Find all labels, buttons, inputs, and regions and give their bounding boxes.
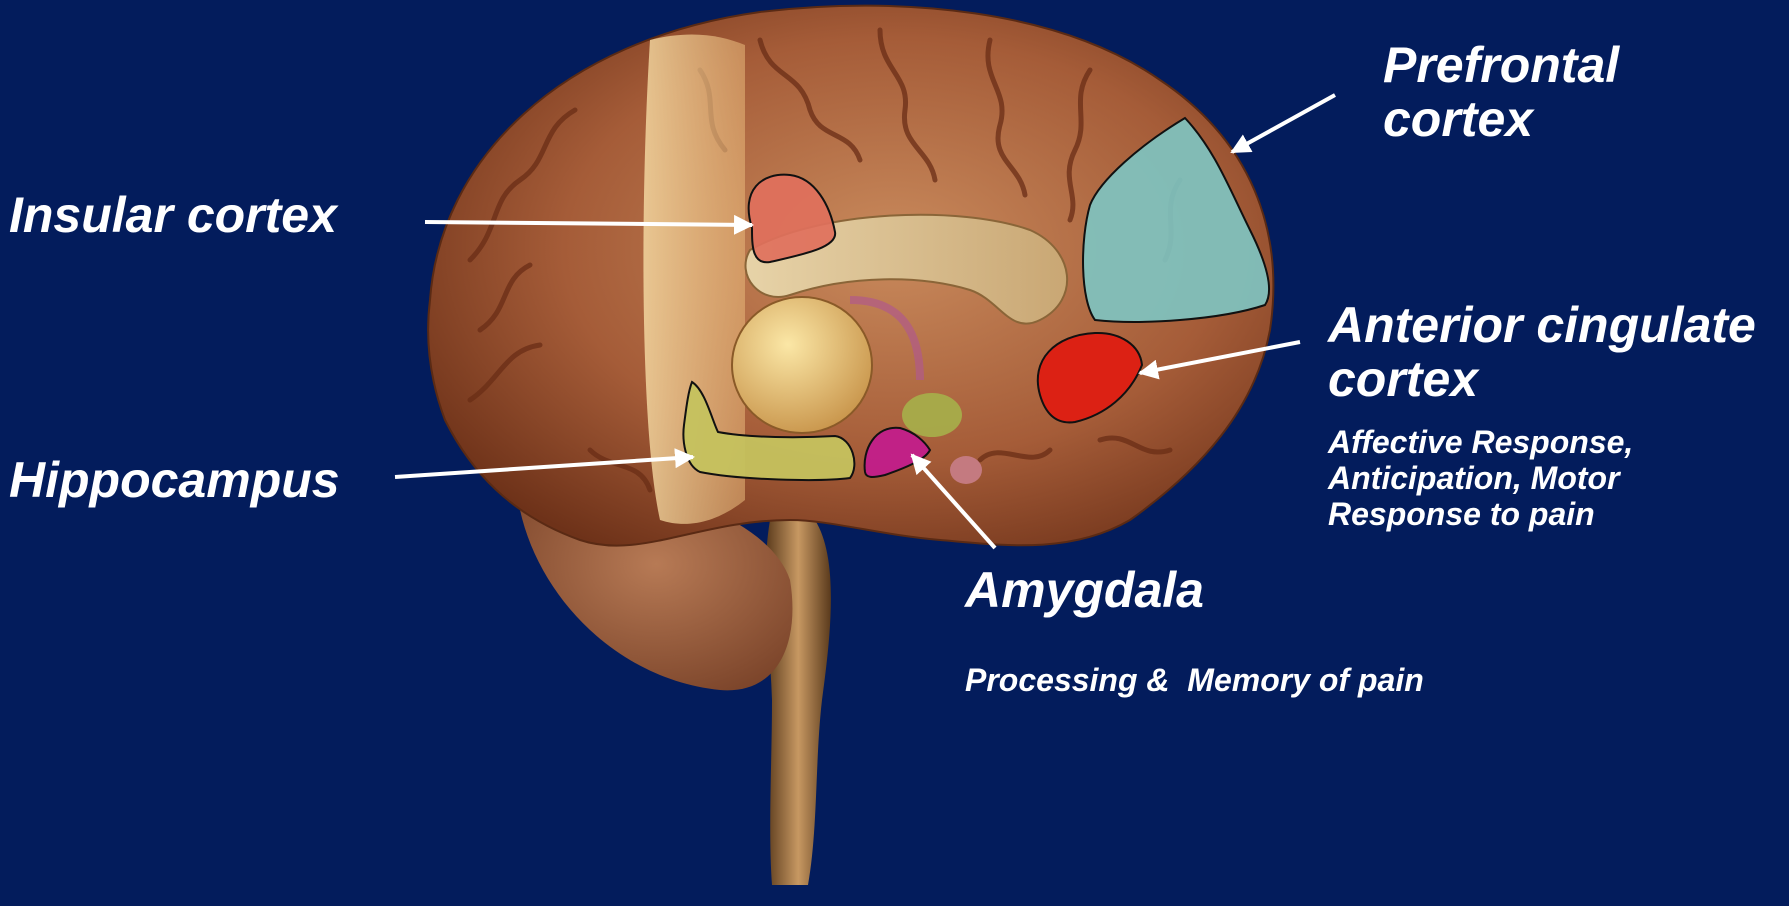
- arrow-prefrontal-icon: [1232, 95, 1335, 152]
- insular-cortex-label: Insular cortex: [9, 190, 337, 240]
- anterior-cingulate-label-line1: Anterior cingulate: [1328, 300, 1756, 350]
- thalamus: [732, 297, 872, 433]
- brain-illustration-icon: [428, 6, 1273, 885]
- amygdala-desc: Processing & Memory of pain: [965, 662, 1424, 698]
- anterior-cingulate-desc-line2: Anticipation, Motor: [1328, 460, 1620, 496]
- anterior-cingulate-desc-line1: Affective Response,: [1328, 424, 1633, 460]
- anterior-cingulate-desc-line3: Response to pain: [1328, 496, 1595, 532]
- prefrontal-cortex-label-line1: Prefrontal: [1383, 40, 1619, 90]
- amygdala-label: Amygdala: [965, 565, 1204, 615]
- anterior-cingulate-label-line2: cortex: [1328, 354, 1478, 404]
- pituitary: [950, 456, 982, 484]
- hippocampus-label: Hippocampus: [9, 455, 340, 505]
- hypothalamus: [902, 393, 962, 437]
- prefrontal-cortex-label-line2: cortex: [1383, 94, 1533, 144]
